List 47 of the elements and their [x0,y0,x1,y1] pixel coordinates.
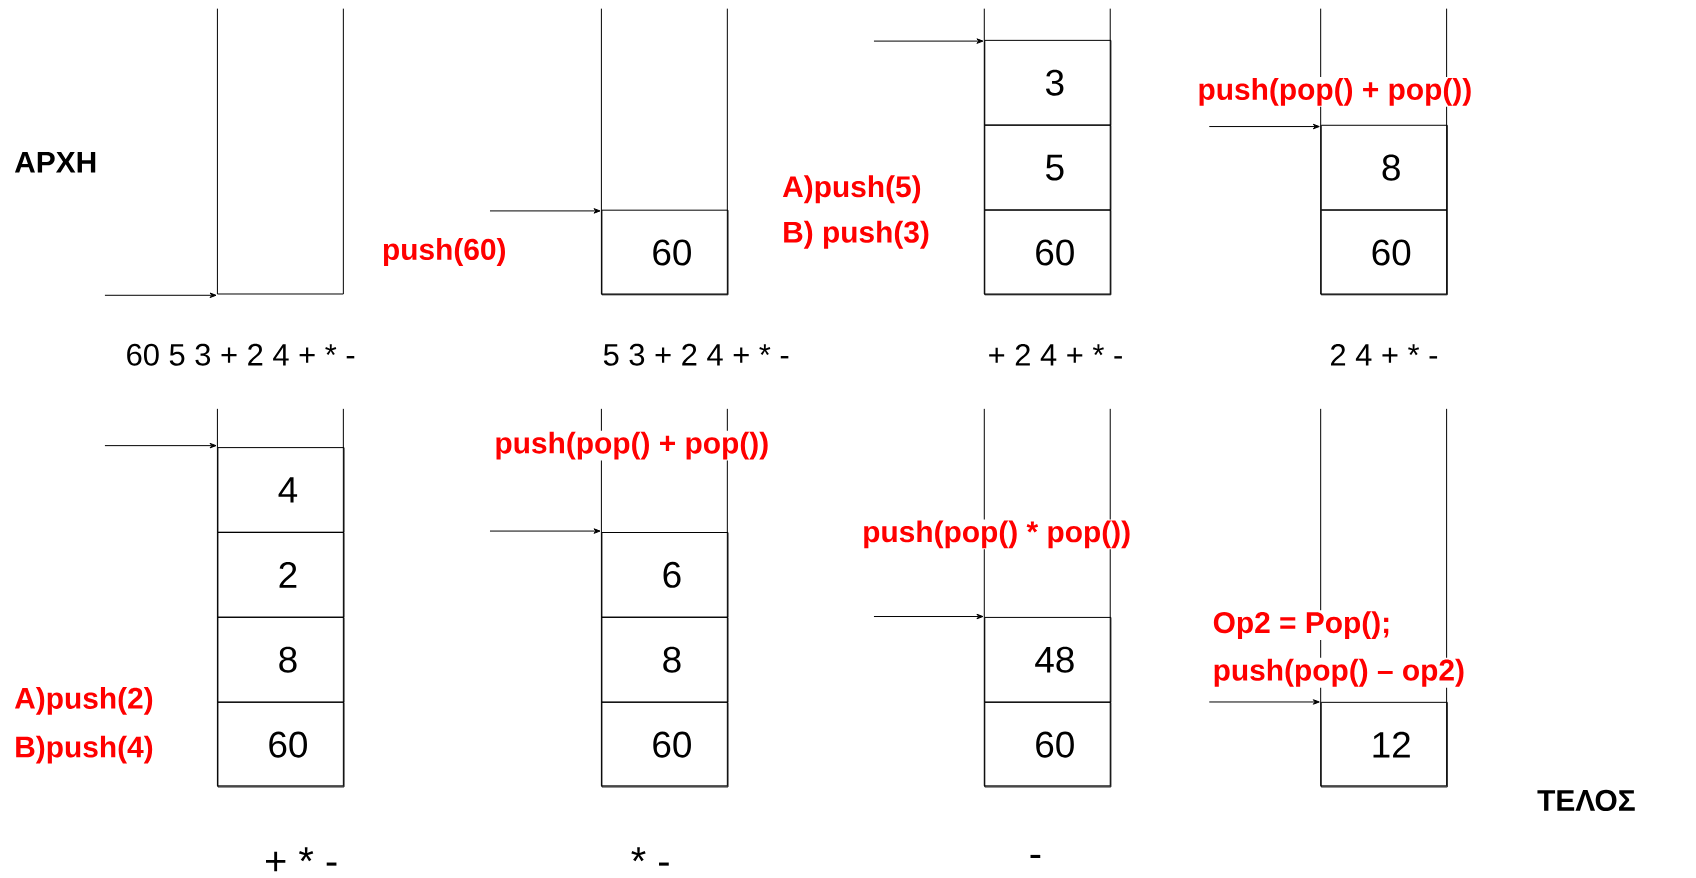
stack [216,408,344,787]
stack-cell: 12 [1320,701,1448,788]
stack-cell: 3 [984,39,1112,126]
operation-label: B)push(4) [13,734,155,765]
operation-label: push(60) [380,236,508,267]
pointer-arrow [104,442,217,449]
stack-cell: 5 [984,124,1112,211]
postfix-expression: 60 5 3 + 2 4 + * - [127,343,355,366]
pointer-arrow [873,38,984,44]
operation-label: push(pop() * pop()) [861,519,1133,550]
operation-label: push(pop() + pop()) [493,430,771,461]
stack-cell: 60 [984,209,1112,296]
operation-label: B) push(3) [781,219,931,250]
operation-label: push(pop() + pop()) [1196,76,1474,107]
operation-label: push(pop() – op2) [1211,657,1466,688]
pointer-arrow [489,528,601,534]
stack-cell: 60 [1320,209,1448,296]
pointer-arrow [1208,699,1320,705]
stack-cell: 48 [984,616,1112,703]
postfix-expression: - [1030,854,1041,858]
stack-cell: 8 [1320,124,1448,211]
postfix-expression: + * - [266,847,337,872]
pointer-arrow [489,208,601,214]
stack [983,8,1111,295]
step-label: ΤΕΛΟΣ [1537,789,1635,811]
stack [600,8,728,295]
postfix-expression: 5 3 + 2 4 + * - [603,343,789,366]
pointer-arrow [104,292,217,298]
step-label: ΑΡΧΗ [14,151,96,173]
stack-cell: 4 [217,447,345,533]
stack-cell: 60 [217,701,345,788]
stack-cell: 8 [217,616,345,703]
stack-cell: 60 [601,209,729,296]
operation-label: A)push(2) [13,685,155,716]
stack-cell: 2 [217,531,345,618]
stack-cell: 6 [601,531,729,618]
pointer-arrow [873,613,984,620]
operation-label: A)push(5) [781,174,923,205]
stack-cell: 8 [601,616,729,703]
stack-cell: 60 [984,701,1112,788]
stack [216,8,344,295]
postfix-expression: 2 4 + * - [1331,343,1438,366]
operation-label: Op2 = Pop(); [1211,610,1393,640]
postfix-expression: * - [631,847,669,866]
pointer-arrow [1208,123,1320,130]
stack-cell: 60 [601,701,729,788]
postfix-expression: + 2 4 + * - [989,343,1122,366]
